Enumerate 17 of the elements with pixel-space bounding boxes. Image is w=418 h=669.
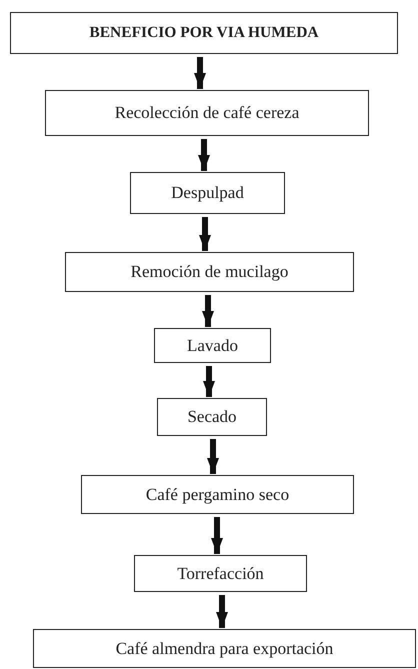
arrow [199,217,211,251]
process-box: Secado [157,398,267,436]
arrow [202,295,214,327]
process-box: Despulpad [130,172,285,214]
process-box: Lavado [154,328,271,363]
arrow [207,439,219,474]
arrow [203,366,215,397]
process-box: Torrefacción [134,555,307,592]
process-box: Recolección de café cereza [45,90,369,136]
arrow [194,57,206,89]
arrow [198,139,210,171]
title-box: BENEFICIO POR VIA HUMEDA [10,12,398,54]
arrow [216,595,228,628]
process-box: Café almendra para exportación [33,629,416,668]
arrow [211,517,223,554]
process-box: Remoción de mucilago [65,252,354,292]
process-box: Café pergamino seco [81,475,354,514]
